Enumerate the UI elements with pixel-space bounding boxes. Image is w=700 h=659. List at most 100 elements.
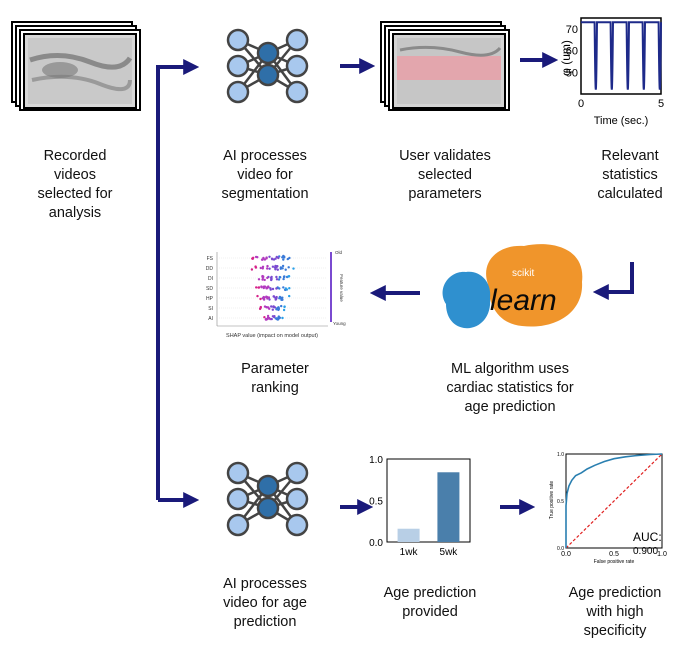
shap-point <box>279 267 282 270</box>
phi-ytick: 70 <box>566 24 578 36</box>
shap-point <box>274 264 277 268</box>
shap-point <box>262 295 265 299</box>
shap-point <box>274 257 277 260</box>
caption-parameter-ranking: Parameter ranking <box>241 361 309 396</box>
shap-point <box>259 305 262 309</box>
scikit-label: scikit <box>512 268 534 279</box>
shap-point <box>275 295 278 299</box>
shap-point <box>287 275 291 278</box>
shap-point <box>265 257 268 260</box>
shap-point <box>282 277 285 281</box>
shap-point <box>256 294 259 298</box>
shap-point <box>267 285 270 288</box>
roc-diagonal <box>565 453 663 549</box>
shap-feature-label: FS <box>207 256 214 262</box>
shap-point <box>270 317 273 321</box>
roc-ytick: 1.0 <box>557 452 564 458</box>
shap-point <box>270 305 273 308</box>
shap-point <box>282 286 285 289</box>
neural-network-icon-bottom <box>226 461 309 537</box>
shap-point <box>274 268 277 271</box>
caption-age-provided: Age prediction provided <box>383 585 477 620</box>
shap-point <box>280 304 283 308</box>
phi-plot-area <box>580 17 662 95</box>
shap-point <box>255 286 258 289</box>
shap-point <box>268 255 271 258</box>
shap-point <box>278 287 281 290</box>
shap-point <box>277 306 280 309</box>
shap-feature-label: HP <box>206 296 214 302</box>
roc-xlabel: False positive rate <box>594 559 635 565</box>
shap-colorbar-top: Old <box>335 250 343 255</box>
shap-point <box>282 308 286 312</box>
roc-auc-label: AUC: <box>633 530 662 544</box>
shap-point <box>250 268 254 271</box>
shap-point <box>274 298 277 301</box>
shap-point <box>254 255 258 259</box>
shap-point <box>260 285 263 288</box>
phi-ylabel: φ (um) <box>559 40 573 76</box>
shap-point <box>276 268 279 271</box>
arrow-stats-to-ml <box>592 262 634 300</box>
caption-ml-algorithm: ML algorithm uses cardiac statistics for… <box>446 361 574 415</box>
shap-point <box>252 256 255 259</box>
shap-feature-label: AI <box>208 316 213 322</box>
shap-point <box>275 287 278 290</box>
shap-point <box>263 278 266 282</box>
scikit-learn-logo: scikit learn <box>442 244 583 329</box>
shap-point <box>264 317 268 321</box>
bar <box>397 528 420 542</box>
phi-xtick: 5 <box>658 98 664 110</box>
shap-point <box>281 316 284 320</box>
bar-xtick: 5wk <box>440 547 459 558</box>
shap-colorbar-bottom: Young <box>333 321 346 326</box>
shap-feature-label: DI <box>208 276 213 282</box>
shap-point <box>283 255 286 258</box>
shap-point <box>271 308 274 311</box>
caption-user-validates: User validates selected parameters <box>399 148 491 202</box>
phi-xtick: 0 <box>578 98 584 110</box>
shap-colorbar-label: Feature value <box>339 274 344 302</box>
learn-label: learn <box>490 284 557 317</box>
bar <box>437 472 460 542</box>
shap-point <box>265 306 268 309</box>
shap-point <box>268 298 271 301</box>
shap-point <box>277 315 280 318</box>
shap-point <box>281 256 284 259</box>
shap-point <box>275 275 278 279</box>
roc-xtick: 0.0 <box>561 551 571 558</box>
shap-point <box>259 297 262 301</box>
shap-point <box>283 275 286 278</box>
bar-xtick: 1wk <box>400 547 419 558</box>
shap-point <box>267 296 271 299</box>
shap-point <box>266 276 269 280</box>
shap-point <box>271 315 275 318</box>
shap-point <box>275 255 278 259</box>
shap-point <box>270 278 273 281</box>
shap-point <box>262 256 265 260</box>
arrows <box>156 52 634 515</box>
phi-xlabel: Time (sec.) <box>594 115 649 127</box>
shap-point <box>276 265 279 268</box>
shap-point <box>287 266 290 269</box>
shap-point <box>268 307 271 310</box>
shap-point <box>275 278 279 281</box>
shap-feature-label: DD <box>206 266 214 272</box>
shap-point <box>259 266 262 270</box>
shap-point <box>263 316 266 319</box>
shap-point <box>284 287 287 290</box>
validated-video-stack-icon <box>380 21 510 111</box>
bar-ytick: 0.5 <box>369 497 383 508</box>
phi-ytick: 50 <box>566 67 578 79</box>
shap-point <box>257 278 261 281</box>
shap-point <box>271 287 275 291</box>
shap-point <box>266 314 270 318</box>
caption-ai-segmentation: AI processes video for segmentation <box>221 148 309 202</box>
shap-point <box>266 267 269 270</box>
shap-point <box>257 286 260 289</box>
roc-ytick: 0.0 <box>557 546 564 552</box>
